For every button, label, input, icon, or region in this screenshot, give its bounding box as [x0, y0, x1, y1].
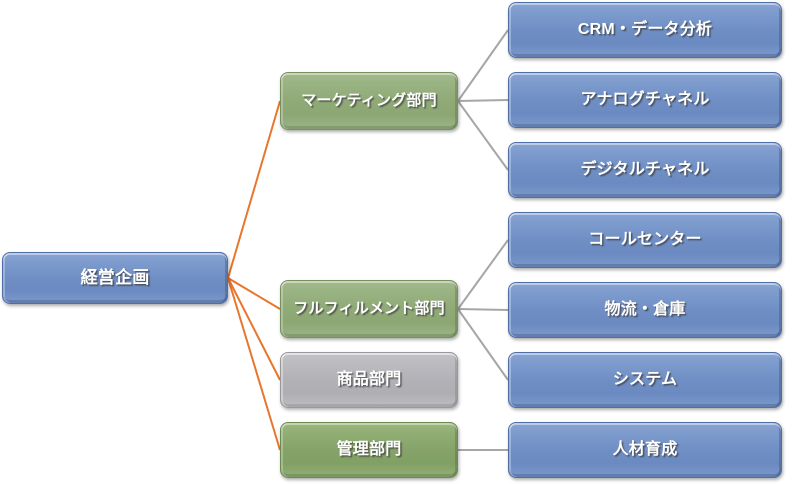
- node-system[interactable]: システム: [508, 352, 782, 408]
- node-analog-channel[interactable]: アナログチャネル: [508, 72, 782, 128]
- node-hr-development[interactable]: 人材育成: [508, 422, 782, 478]
- node-label-digital-channel: デジタルチャネル: [580, 161, 710, 179]
- node-label-crm: CRM・データ分析: [577, 21, 713, 39]
- connector-root-fulfillment: [227, 277, 281, 310]
- node-label-administration: 管理部門: [336, 441, 402, 459]
- node-merchandise[interactable]: 商品部門: [280, 352, 458, 408]
- connector-root-administration: [227, 277, 281, 451]
- node-fulfillment[interactable]: フルフィルメント部門: [280, 280, 458, 338]
- node-label-marketing: マーケティング部門: [301, 91, 437, 109]
- node-logistics[interactable]: 物流・倉庫: [508, 282, 782, 338]
- node-crm[interactable]: CRM・データ分析: [508, 2, 782, 58]
- node-label-system: システム: [612, 371, 678, 389]
- connector-fulfillment-logistics: [457, 308, 509, 311]
- connector-fulfillment-call-center: [457, 239, 509, 310]
- node-root[interactable]: 経営企画: [2, 252, 228, 304]
- node-digital-channel[interactable]: デジタルチャネル: [508, 142, 782, 198]
- connector-marketing-crm: [457, 29, 509, 102]
- connector-marketing-analog: [457, 99, 509, 102]
- node-label-merchandise: 商品部門: [336, 371, 402, 389]
- node-administration[interactable]: 管理部門: [280, 422, 458, 478]
- node-label-analog-channel: アナログチャネル: [580, 91, 710, 109]
- connector-root-merchandise: [227, 277, 281, 381]
- node-label-root: 経営企画: [80, 267, 150, 287]
- node-label-fulfillment: フルフィルメント部門: [293, 299, 445, 317]
- connector-fulfillment-system: [457, 308, 509, 381]
- node-label-call-center: コールセンター: [588, 231, 702, 249]
- node-label-logistics: 物流・倉庫: [604, 301, 686, 319]
- connector-marketing-digital: [457, 100, 509, 171]
- node-call-center[interactable]: コールセンター: [508, 212, 782, 268]
- connector-root-marketing: [227, 100, 281, 279]
- node-label-hr-development: 人材育成: [612, 441, 678, 459]
- node-marketing[interactable]: マーケティング部門: [280, 72, 458, 130]
